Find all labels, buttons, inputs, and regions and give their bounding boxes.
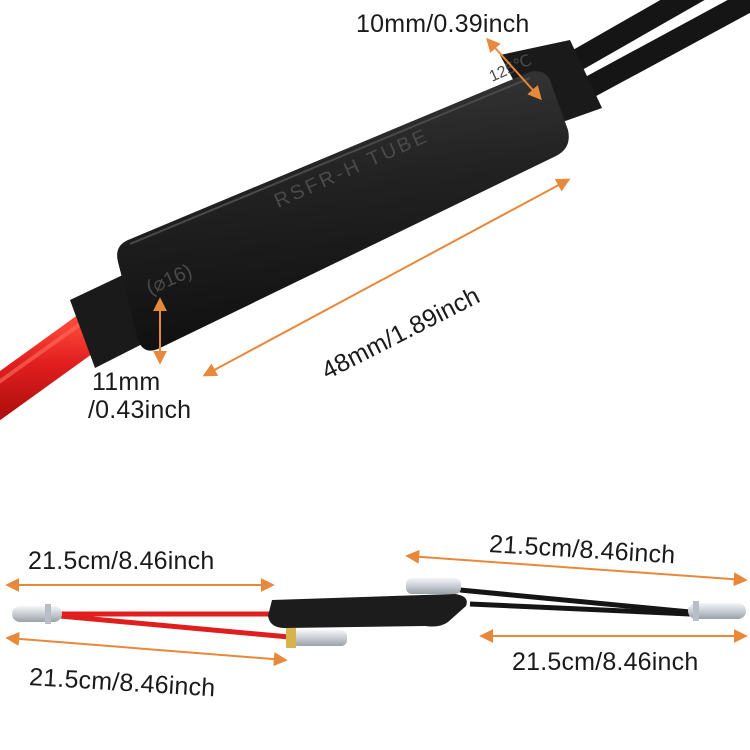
bullet-connector-left (12, 606, 62, 622)
black-wire-lower (564, 0, 750, 106)
bullet-connector-left-ring (45, 604, 51, 624)
length-arrow (202, 178, 571, 377)
left-bottom-arrow (5, 631, 288, 667)
black-wire-bottom-a (459, 587, 691, 615)
height-label-line2: /0.43inch (88, 396, 192, 424)
height-label-line1: 11mm (92, 368, 161, 396)
red-wire-bottom-b (59, 613, 301, 641)
heat-shrink-tube (117, 71, 569, 351)
left-top-length-label: 21.5cm/8.46inch (28, 547, 215, 575)
right-bottom-length-label: 21.5cm/8.46inch (512, 648, 699, 676)
bottom-product-view (5, 549, 748, 667)
bullet-connector-right-ring (693, 601, 699, 621)
female-connector-left (292, 630, 347, 646)
tube-edge-highlight (129, 77, 531, 245)
female-connector-left-collar (286, 628, 296, 648)
width-arrow (486, 37, 542, 101)
bullet-connector-right (688, 603, 746, 619)
right-top-arrow (405, 549, 748, 587)
female-connector-right (406, 578, 461, 594)
black-wire-upper (549, 0, 705, 81)
width-label: 10mm/0.39inch (356, 10, 530, 38)
black-wire-bottom-b (469, 601, 691, 617)
heat-shrink-tube-small (268, 594, 467, 628)
